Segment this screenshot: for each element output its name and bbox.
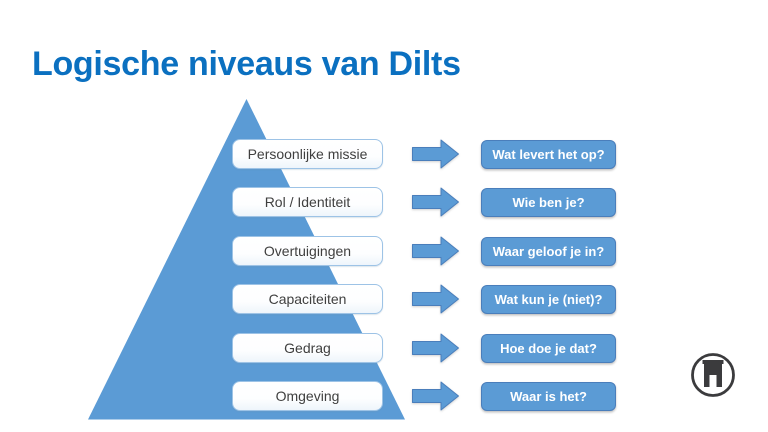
level-label: Persoonlijke missie — [247, 146, 368, 162]
question-label: Waar geloof je in? — [492, 243, 605, 259]
question-box: Hoe doe je dat? — [481, 333, 616, 363]
level-box: Gedrag — [232, 333, 383, 363]
question-label: Wie ben je? — [512, 194, 585, 210]
level-box: Omgeving — [232, 381, 383, 411]
right-arrow-icon — [412, 139, 459, 169]
question-label: Wat kun je (niet)? — [494, 291, 603, 307]
question-box: Wat levert het op? — [481, 139, 616, 169]
question-box: Waar is het? — [481, 381, 616, 411]
right-arrow-icon — [412, 333, 459, 363]
arch-monument-logo-icon — [691, 353, 735, 397]
level-box: Persoonlijke missie — [232, 139, 383, 169]
diagram-row: Omgeving Waar is het? — [0, 381, 768, 411]
question-box: Waar geloof je in? — [481, 236, 616, 266]
question-box: Wat kun je (niet)? — [481, 284, 616, 314]
level-box: Capaciteiten — [232, 284, 383, 314]
level-label: Overtuigingen — [263, 243, 352, 259]
diagram-row: Gedrag Hoe doe je dat? — [0, 333, 768, 363]
question-label: Hoe doe je dat? — [500, 340, 597, 356]
page-title: Logische niveaus van Dilts — [32, 44, 461, 83]
level-label: Rol / Identiteit — [264, 194, 351, 210]
diagram-row: Rol / Identiteit Wie ben je? — [0, 187, 768, 217]
right-arrow-icon — [412, 236, 459, 266]
question-box: Wie ben je? — [481, 187, 616, 217]
question-label: Waar is het? — [510, 388, 587, 404]
right-arrow-icon — [412, 187, 459, 217]
level-box: Rol / Identiteit — [232, 187, 383, 217]
diagram-row: Capaciteiten Wat kun je (niet)? — [0, 284, 768, 314]
diagram-row: Persoonlijke missie Wat levert het op? — [0, 139, 768, 169]
level-label: Capaciteiten — [268, 291, 347, 307]
right-arrow-icon — [412, 284, 459, 314]
question-label: Wat levert het op? — [492, 146, 605, 162]
level-label: Gedrag — [284, 340, 331, 356]
level-box: Overtuigingen — [232, 236, 383, 266]
right-arrow-icon — [412, 381, 459, 411]
level-label: Omgeving — [275, 388, 340, 404]
diagram-row: Overtuigingen Waar geloof je in? — [0, 236, 768, 266]
